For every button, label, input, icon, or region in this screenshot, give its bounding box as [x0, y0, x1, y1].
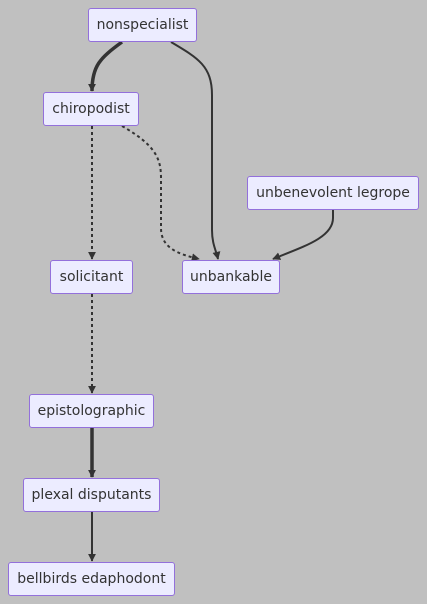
edge-nonspecialist-to-unbankable [170, 41, 221, 260]
edge-chiropodist-to-unbankable [121, 125, 200, 262]
node-solicitant: solicitant [50, 260, 133, 294]
node-label: solicitant [59, 269, 124, 285]
node-plexal-disputants: plexal disputants [23, 478, 160, 512]
node-bellbirds-edaphodont: bellbirds edaphodont [8, 562, 175, 596]
node-chiropodist: chiropodist [43, 92, 139, 126]
edge-nonspecialist-to-chiropodist [88, 40, 124, 92]
node-label: nonspecialist [96, 17, 189, 33]
node-label: plexal disputants [31, 487, 152, 503]
node-label: epistolographic [37, 403, 146, 419]
node-epistolographic: epistolographic [29, 394, 154, 428]
node-label: unbenevolent legrope [256, 185, 410, 201]
node-unbankable: unbankable [182, 260, 280, 294]
edge-unbenevolent_legrope-to-unbankable [272, 210, 334, 260]
node-nonspecialist: nonspecialist [88, 8, 197, 42]
node-label: unbankable [190, 269, 272, 285]
node-label: bellbirds edaphodont [17, 571, 166, 587]
node-unbenevolent-legrope: unbenevolent legrope [247, 176, 419, 210]
node-label: chiropodist [52, 101, 130, 117]
